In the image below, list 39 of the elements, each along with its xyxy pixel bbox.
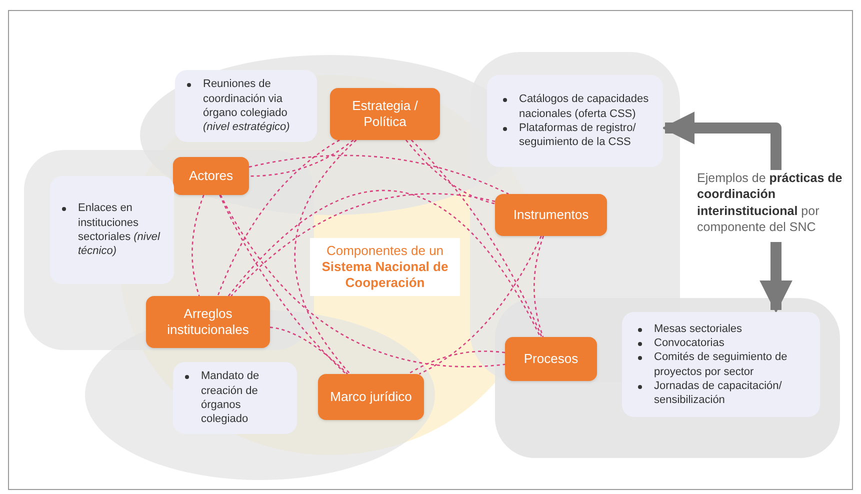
example-card (50, 176, 174, 284)
example-card (622, 312, 820, 417)
title-box: Componentes de un Sistema Nacional de Cooperación (310, 238, 460, 296)
bullet-item: Mandato de creación de órganos colegiado (201, 369, 260, 427)
dashed-connector (405, 140, 496, 204)
bullet-item: Jornadas de capacitación/ sensibilización (654, 378, 783, 408)
dashed-connector (220, 194, 506, 368)
example-card (173, 362, 297, 434)
bullet-item: Plataformas de registro/ seguimiento de la CSS (519, 121, 637, 150)
block-arrow (760, 242, 792, 314)
bullet-item: Comités de seguimiento de proyectos por sector (654, 350, 788, 379)
dashed-connector (217, 139, 340, 296)
bullet-item: Convocatorias (654, 336, 724, 350)
bullet-item: Mesas sectoriales (654, 322, 742, 336)
bullet-item: Enlaces en instituciones sectoriales (nivel técnico) (78, 201, 162, 259)
bullet-item: Reuniones de coordinación via órgano colegiado (nivel estratégico) (203, 77, 291, 135)
block-arrow (662, 112, 782, 170)
dashed-connector (410, 140, 542, 338)
component-box: Actores (173, 157, 249, 195)
dashed-connector (534, 236, 544, 338)
component-box: Marco jurídico (318, 374, 424, 420)
example-card (175, 70, 317, 142)
dashed-connector (294, 140, 357, 374)
dashed-connector (230, 193, 496, 296)
dashed-connector (408, 350, 506, 375)
component-box: Instrumentos (495, 194, 607, 236)
component-box: Procesos (505, 337, 597, 381)
dashed-connector (192, 194, 204, 296)
dashed-connector (248, 154, 509, 195)
dashed-connector (228, 190, 541, 338)
example-card (487, 75, 663, 167)
annotation-text: Ejemplos de prácticas de coordinación interinstitucional por componente del SNC (697, 170, 855, 242)
component-box: Arreglos institucionales (146, 296, 270, 348)
dashed-connector (418, 236, 542, 375)
dashed-connector (219, 194, 347, 374)
component-box: Estrategia / Política (330, 88, 440, 140)
dashed-connector (270, 326, 348, 374)
bullet-item: Catálogos de capacidades nacionales (oferta CSS) (519, 92, 650, 121)
dashed-connector (248, 139, 354, 177)
